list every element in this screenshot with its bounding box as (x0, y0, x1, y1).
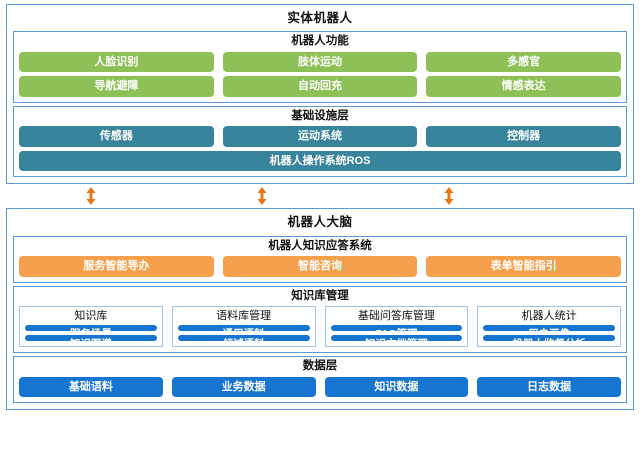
kb-card-knowledge-base: 知识库 服务场景 知识图谱 (19, 305, 163, 348)
pill-basic-corpus[interactable]: 基础语料 (19, 376, 163, 398)
pill-service-smart-guidance[interactable]: 服务智能导办 (19, 255, 214, 277)
pill-general-corpus[interactable]: 通用语料 (177, 325, 310, 332)
section-physical-robot: 实体机器人 机器人功能 人脸识别 肢体运动 多感官 导航避障 自动回充 情感表达… (6, 4, 634, 185)
panel-title-infrastructure-layer: 基础设施层 (291, 109, 349, 122)
pill-auto-recharge[interactable]: 自动回充 (222, 76, 418, 97)
pill-knowledge-data[interactable]: 知识数据 (324, 376, 469, 398)
kb-card-title-faq-library-management: 基础问答库管理 (357, 309, 435, 322)
pill-multi-sensory[interactable]: 多感官 (426, 51, 622, 73)
panel-title-data-layer: 数据层 (302, 360, 338, 373)
data-layer-row-1: 基础语料 业务数据 知识数据 日志数据 (19, 376, 621, 398)
panel-title-knowledge-answer-system: 机器人知识应答系统 (268, 239, 372, 252)
pill-user-profile[interactable]: 用户画像 (483, 325, 615, 332)
pill-sensor[interactable]: 传感器 (19, 126, 214, 147)
pill-service-scenario[interactable]: 服务场景 (25, 325, 157, 332)
kb-card-title-knowledge-base: 知识库 (74, 309, 108, 322)
pill-controller[interactable]: 控制器 (426, 126, 622, 147)
kb-card-title-robot-statistics: 机器人统计 (521, 309, 577, 322)
robot-functions-row-1: 人脸识别 肢体运动 多感官 (19, 51, 622, 73)
pill-faq-management[interactable]: FAQ管理 (330, 325, 463, 332)
panel-title-knowledge-base-management: 知识库管理 (291, 289, 349, 302)
pill-body-motion[interactable]: 肢体运动 (222, 51, 418, 73)
pill-motion-system[interactable]: 运动系统 (222, 126, 418, 147)
robot-functions-row-2: 导航避障 自动回充 情感表达 (19, 76, 622, 97)
double-headed-vertical-arrow-icon (444, 187, 454, 206)
pill-navigation-obstacle-avoidance[interactable]: 导航避障 (19, 76, 214, 97)
double-headed-vertical-arrow-icon (257, 187, 267, 206)
pill-form-smart-guide[interactable]: 表单智能指引 (426, 255, 622, 277)
panel-robot-functions: 机器人功能 人脸识别 肢体运动 多感官 导航避障 自动回充 情感表达 (13, 31, 627, 103)
panel-knowledge-base-management: 知识库管理 知识库 服务场景 知识图谱 语料库管理 通用语料 领域语料 基础问答… (13, 285, 627, 354)
kb-card-robot-statistics: 机器人统计 用户画像 机器人监督分析 (477, 305, 621, 348)
panel-infrastructure-layer: 基础设施层 传感器 运动系统 控制器 机器人操作系统ROS (13, 105, 627, 178)
section-title-physical-robot: 实体机器人 (287, 11, 353, 25)
infrastructure-row-1: 传感器 运动系统 控制器 (19, 126, 622, 147)
panel-data-layer: 数据层 基础语料 业务数据 知识数据 日志数据 (13, 356, 627, 404)
kb-card-corpus-management: 语料库管理 通用语料 领域语料 (171, 305, 316, 348)
double-headed-vertical-arrow-icon (86, 187, 96, 206)
knowledge-answer-row-1: 服务智能导办 智能咨询 表单智能指引 (19, 255, 622, 277)
pill-emotion-expression[interactable]: 情感表达 (426, 76, 622, 97)
pill-log-data[interactable]: 日志数据 (477, 376, 621, 398)
kb-card-title-corpus-management: 语料库管理 (216, 309, 272, 322)
infrastructure-row-2: 机器人操作系统ROS (19, 150, 621, 172)
panel-knowledge-answer-system: 机器人知识应答系统 服务智能导办 智能咨询 表单智能指引 (13, 235, 627, 283)
pill-face-recognition[interactable]: 人脸识别 (19, 51, 214, 73)
connector-band (6, 184, 634, 208)
kb-card-faq-library-management: 基础问答库管理 FAQ管理 知识文档管理 (324, 305, 469, 348)
pill-robot-supervision-analysis[interactable]: 机器人监督分析 (483, 335, 615, 342)
panel-title-robot-functions: 机器人功能 (291, 35, 349, 48)
pill-knowledge-graph[interactable]: 知识图谱 (25, 335, 157, 342)
section-title-robot-brain: 机器人大脑 (287, 215, 353, 230)
section-robot-brain: 机器人大脑 机器人知识应答系统 服务智能导办 智能咨询 表单智能指引 知识库管理… (6, 208, 634, 411)
knowledge-base-columns: 知识库 服务场景 知识图谱 语料库管理 通用语料 领域语料 基础问答库管理 FA… (19, 305, 621, 348)
pill-knowledge-document-management[interactable]: 知识文档管理 (330, 335, 463, 342)
pill-domain-corpus[interactable]: 领域语料 (177, 335, 310, 342)
pill-smart-consultation[interactable]: 智能咨询 (222, 255, 418, 277)
pill-business-data[interactable]: 业务数据 (171, 376, 316, 398)
pill-robot-os-ros[interactable]: 机器人操作系统ROS (19, 150, 621, 172)
